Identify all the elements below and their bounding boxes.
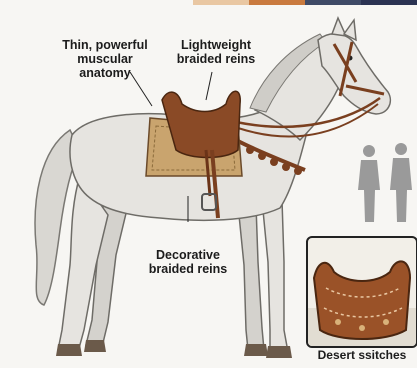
saddle-detail-inset [306, 236, 417, 348]
label-anatomy: Thin, powerful muscular anatomy [50, 38, 160, 80]
hoof [84, 340, 106, 352]
label-reins-bottom: Decorative braided reins [140, 248, 236, 276]
hoof [56, 344, 82, 356]
hoof [266, 346, 292, 358]
hoof [244, 344, 268, 356]
saddle-detail-image [308, 238, 416, 346]
person-silhouette-icon [358, 145, 380, 222]
label-reins-top: Lightweight braided reins [168, 38, 264, 66]
inset-caption: Desert ssitches [306, 348, 417, 362]
front-leg-far [238, 205, 264, 350]
front-leg-near [262, 200, 288, 352]
leader-line-reins-top [206, 72, 212, 100]
person-silhouette-icon [390, 143, 412, 222]
